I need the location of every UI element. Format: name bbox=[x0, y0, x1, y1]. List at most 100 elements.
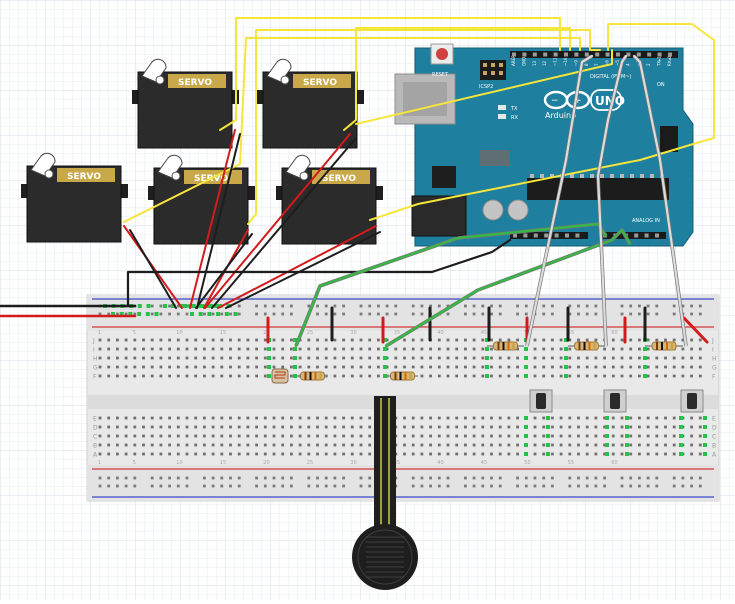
terminal-hole bbox=[507, 452, 511, 456]
tx-led bbox=[498, 105, 506, 110]
rail-hole bbox=[150, 476, 154, 480]
terminal-hole bbox=[568, 443, 572, 447]
rail-hole bbox=[620, 312, 624, 316]
connected-hole bbox=[524, 374, 528, 378]
terminal-hole bbox=[281, 365, 285, 369]
terminal-hole bbox=[420, 434, 424, 438]
resistor-band bbox=[404, 372, 407, 380]
icsp-pin bbox=[483, 71, 487, 75]
terminal-hole bbox=[690, 374, 693, 378]
rail-hole bbox=[316, 476, 319, 480]
terminal-hole bbox=[481, 374, 485, 378]
terminal-hole bbox=[142, 434, 145, 438]
column-number: 10 bbox=[176, 460, 182, 466]
row-letter: I bbox=[712, 347, 714, 354]
row-letter: B bbox=[93, 443, 97, 450]
btn3-power-jumper bbox=[682, 316, 709, 344]
rail-hole bbox=[481, 476, 485, 480]
digital-pin bbox=[512, 52, 516, 57]
terminal-hole bbox=[324, 365, 328, 369]
terminal-hole bbox=[368, 338, 372, 342]
terminal-hole bbox=[411, 425, 415, 429]
rail-hole bbox=[594, 304, 598, 308]
rail-hole bbox=[290, 476, 293, 480]
row-letter: A bbox=[93, 452, 98, 459]
terminal-hole bbox=[359, 347, 363, 351]
terminal-hole bbox=[142, 452, 145, 456]
terminal-hole bbox=[551, 452, 554, 456]
terminal-hole bbox=[377, 347, 380, 351]
terminal-hole bbox=[229, 374, 232, 378]
terminal-hole bbox=[551, 338, 554, 342]
terminal-hole bbox=[611, 434, 615, 438]
terminal-hole bbox=[298, 443, 302, 447]
terminal-hole bbox=[316, 338, 319, 342]
rail-hole bbox=[585, 304, 589, 308]
rail-hole bbox=[437, 476, 441, 480]
terminal-hole bbox=[577, 356, 580, 360]
terminal-hole bbox=[403, 416, 406, 420]
digital-pin-label: AREF bbox=[511, 55, 516, 66]
terminal-hole bbox=[464, 452, 467, 456]
terminal-hole bbox=[698, 443, 702, 447]
rail-hole bbox=[316, 304, 319, 308]
connected-hole bbox=[703, 425, 707, 429]
rail-hole bbox=[133, 484, 137, 488]
wires bbox=[0, 17, 715, 348]
digital-pin bbox=[522, 52, 527, 57]
terminal-hole bbox=[568, 434, 572, 438]
terminal-hole bbox=[185, 365, 189, 369]
terminal-hole bbox=[559, 338, 563, 342]
capacitor-1 bbox=[482, 199, 504, 221]
terminal-hole bbox=[620, 452, 624, 456]
terminal-hole bbox=[698, 416, 702, 420]
terminal-hole bbox=[124, 356, 128, 360]
terminal-hole bbox=[481, 434, 485, 438]
terminal-hole bbox=[551, 374, 554, 378]
rail-hole bbox=[481, 484, 485, 488]
connected-hole bbox=[643, 374, 647, 378]
resistor-band bbox=[394, 372, 397, 380]
rail-connected-hole bbox=[146, 304, 151, 308]
terminal-hole bbox=[472, 425, 476, 429]
terminal-hole bbox=[446, 338, 450, 342]
rail-hole bbox=[498, 312, 502, 316]
terminal-hole bbox=[203, 356, 206, 360]
terminal-hole bbox=[194, 452, 198, 456]
rail-hole bbox=[368, 312, 372, 316]
terminal-hole bbox=[646, 347, 650, 351]
terminal-hole bbox=[594, 425, 598, 429]
servo-shaft bbox=[299, 171, 309, 181]
terminal-hole bbox=[455, 443, 459, 447]
terminal-hole bbox=[98, 434, 102, 438]
terminal-hole bbox=[629, 452, 633, 456]
terminal-hole bbox=[655, 434, 659, 438]
terminal-hole bbox=[342, 347, 345, 351]
servo-label-plate bbox=[293, 74, 351, 88]
icsp-label: ICSP2 bbox=[479, 84, 493, 90]
terminal-hole bbox=[246, 374, 250, 378]
terminal-hole bbox=[664, 338, 667, 342]
terminal-hole bbox=[333, 443, 337, 447]
rail-hole bbox=[107, 312, 111, 316]
row-letter: F bbox=[712, 374, 716, 381]
terminal-hole bbox=[142, 425, 145, 429]
rail-hole bbox=[690, 484, 693, 488]
servo1-ground-wire bbox=[196, 133, 241, 309]
connected-hole bbox=[625, 452, 629, 456]
terminal-hole bbox=[290, 365, 293, 369]
rail-hole bbox=[333, 312, 337, 316]
terminal-hole bbox=[585, 374, 589, 378]
terminal-hole bbox=[585, 365, 589, 369]
terminal-hole bbox=[211, 452, 215, 456]
terminal-hole bbox=[255, 365, 258, 369]
servo-label-plate bbox=[57, 168, 115, 182]
terminal-hole bbox=[437, 374, 441, 378]
terminal-hole bbox=[211, 425, 215, 429]
terminal-hole bbox=[664, 356, 667, 360]
center-channel bbox=[87, 395, 719, 409]
terminal-hole bbox=[229, 443, 232, 447]
terminal-hole bbox=[594, 443, 598, 447]
terminal-hole bbox=[168, 452, 171, 456]
